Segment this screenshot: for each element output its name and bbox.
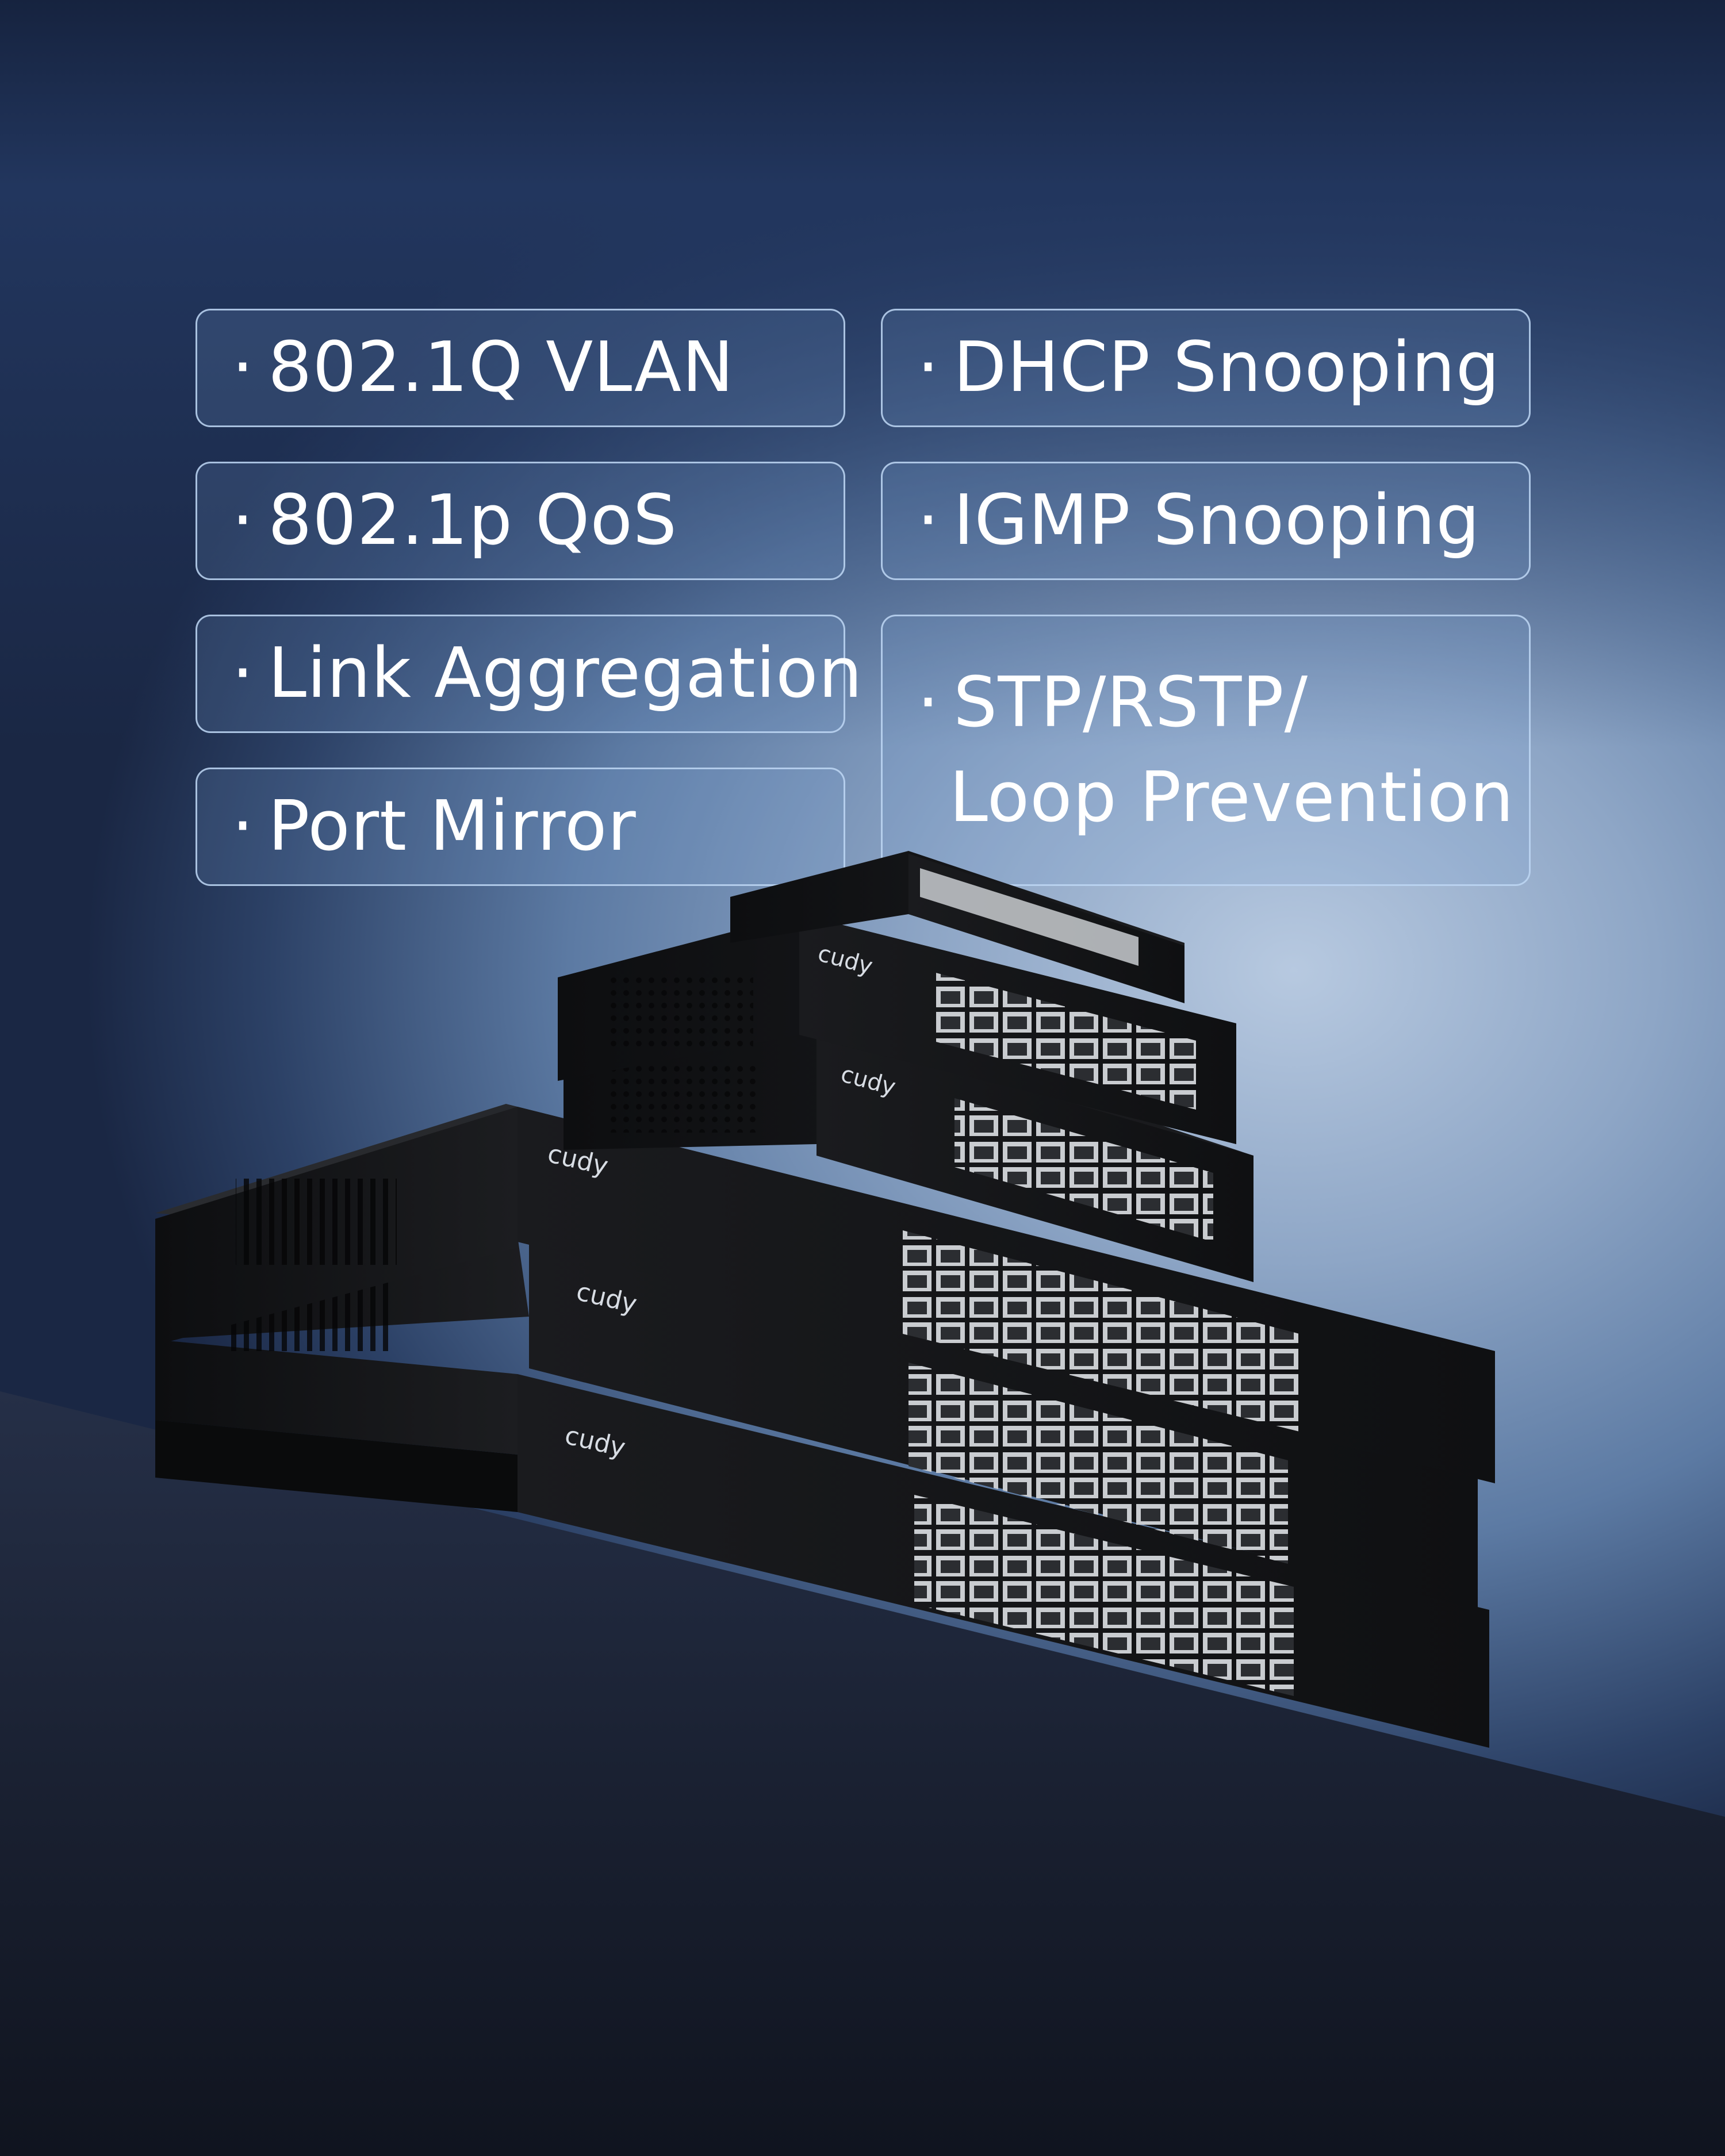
background-gradient <box>0 0 1725 747</box>
feature-label: 802.1Q VLAN <box>268 328 734 408</box>
feature-stp-rstp-loop-prevention: ·STP/RSTP/ Loop Prevention <box>881 615 1531 886</box>
bullet: · <box>232 634 255 713</box>
feature-igmp-snooping: · IGMP Snooping <box>881 462 1531 580</box>
feature-line-2: Loop Prevention <box>949 758 1515 838</box>
feature-label: IGMP Snooping <box>953 481 1481 561</box>
feature-label: STP/RSTP/ <box>953 663 1309 743</box>
switch-16-port-upper: cudy <box>558 914 1236 1144</box>
feature-802-1q-vlan: · 802.1Q VLAN <box>195 309 845 427</box>
feature-line-1: ·STP/RSTP/ <box>917 655 1308 750</box>
switch-16-port-lower: cudy <box>564 1012 1254 1282</box>
bullet: · <box>917 481 940 561</box>
feature-port-mirror: · Port Mirror <box>195 768 845 886</box>
bullet: · <box>917 663 940 743</box>
feature-label: Port Mirror <box>268 787 637 866</box>
feature-dhcp-snooping: · DHCP Snooping <box>881 309 1531 427</box>
switch-8-port <box>730 851 1184 1003</box>
switch-24-port-bottom: cudy <box>155 1340 1489 1748</box>
feature-link-aggregation: · Link Aggregation <box>195 615 862 733</box>
feature-label: Link Aggregation <box>268 634 863 713</box>
bullet: · <box>917 328 940 408</box>
bullet: · <box>232 481 255 561</box>
feature-label: 802.1p QoS <box>268 481 678 561</box>
feature-802-1p-qos: · 802.1p QoS <box>195 462 845 580</box>
bullet: · <box>232 787 255 866</box>
switch-24-port-top: cudy <box>155 1104 1495 1483</box>
feature-label: DHCP Snooping <box>953 328 1500 408</box>
bullet: · <box>232 328 255 408</box>
